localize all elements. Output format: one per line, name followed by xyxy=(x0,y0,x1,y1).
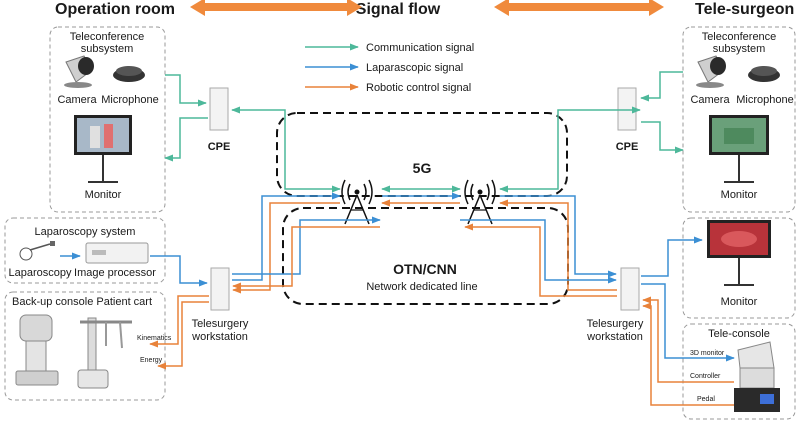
image-processor-icon xyxy=(85,242,149,264)
right-cpe-to-monitor-line xyxy=(641,121,684,154)
energy-label: Energy xyxy=(140,357,163,364)
left-workstation-label-1: Telesurgery xyxy=(192,318,249,330)
right-workstation-label-2: workstation xyxy=(586,331,643,343)
right-teleconference-title-2: subsystem xyxy=(713,43,766,55)
left-workstation-to-otn-lap-line xyxy=(232,216,381,275)
left-antenna-icon xyxy=(341,179,373,225)
right-workstation-label-1: Telesurgery xyxy=(587,318,644,330)
left-teleconference-box xyxy=(49,26,166,213)
left-robot-box xyxy=(4,291,166,401)
right-camera-label: Camera xyxy=(690,94,730,106)
left-cpe-to-antenna-line xyxy=(231,106,341,193)
backup-console-icon xyxy=(15,314,59,386)
left-camera-label: Camera xyxy=(57,94,97,106)
right-mic-to-cpe-line xyxy=(640,71,683,102)
patient-cart-icon xyxy=(77,317,132,389)
laparoscope-icon xyxy=(19,241,55,261)
header-signal-flow: Signal flow xyxy=(356,1,441,18)
right-monitor-label: Monitor xyxy=(721,189,758,201)
right-cpe-to-antenna-line xyxy=(499,106,641,193)
left-microphone-icon xyxy=(113,66,145,82)
left-cpe-to-monitor-line xyxy=(164,117,208,162)
left-workstation-to-antenna-lap-line xyxy=(232,192,341,281)
antenna-to-left-workstation-robotic-line xyxy=(232,202,340,294)
left-robot-title: Back-up console Patient cart xyxy=(12,296,152,308)
left-monitor-label: Monitor xyxy=(85,189,122,201)
controller-to-workstation-line xyxy=(642,296,734,383)
right-teleconference-box xyxy=(682,26,796,213)
left-cpe-device xyxy=(209,87,229,131)
right-workstation-to-antenna-robotic-line xyxy=(499,199,617,291)
antenna-to-right-workstation-lap-line xyxy=(500,195,617,278)
legend-communication-label: Communication signal xyxy=(366,42,474,54)
pedal-label: Pedal xyxy=(697,396,715,403)
left-teleconference-title-1: Teleconference xyxy=(70,31,145,43)
image-processor-label: Image processor xyxy=(74,267,156,279)
fiveg-network-box xyxy=(276,112,568,197)
right-microphone-label: Microphone xyxy=(736,94,793,106)
fiveg-label: 5G xyxy=(413,160,432,176)
controller-label: Controller xyxy=(690,373,721,380)
right-monitor2-label: Monitor xyxy=(721,296,758,308)
left-workstation-device xyxy=(210,267,230,311)
legend-laparoscopic-label: Laparascopic signal xyxy=(366,62,463,74)
left-laparoscopy-title: Laparoscopy system xyxy=(35,226,136,238)
left-camera-icon xyxy=(64,55,94,88)
workstation-to-energy-line xyxy=(157,301,209,370)
left-microphone-label: Microphone xyxy=(101,94,158,106)
legend-robotic-label: Robotic control signal xyxy=(366,82,471,94)
right-teleconference-title-1: Teleconference xyxy=(702,31,777,43)
teleconsole-title: Tele-console xyxy=(708,328,770,340)
header-operation-room: Operation room xyxy=(55,1,175,18)
workstation-to-kinematics-line xyxy=(149,295,209,348)
left-mic-to-cpe-line xyxy=(165,74,207,107)
header-double-arrow-left xyxy=(190,0,362,16)
right-workstation-to-otn-robotic-line xyxy=(464,223,617,297)
pedal-to-workstation-line xyxy=(642,302,734,406)
left-workstation-label-2: workstation xyxy=(191,331,248,343)
right-monitor2-box xyxy=(682,217,796,319)
processor-to-workstation-line xyxy=(150,255,208,287)
otn-to-left-workstation-robotic-line xyxy=(232,226,380,290)
left-laparoscopy-box xyxy=(4,217,166,284)
otn-to-right-workstation-lap-line xyxy=(460,219,617,284)
right-workstation-to-3d-monitor-line xyxy=(641,283,735,362)
right-microphone-icon xyxy=(748,66,780,82)
left-teleconference-title-2: subsystem xyxy=(81,43,134,55)
right-teleconsole-box xyxy=(682,323,796,420)
right-workstation-device xyxy=(620,267,640,311)
legend: Communication signal Laparascopic signal… xyxy=(305,42,474,94)
left-cpe-label: CPE xyxy=(208,141,231,153)
right-laparoscopic-monitor-icon xyxy=(707,220,771,286)
right-cpe-label: CPE xyxy=(616,141,639,153)
otn-subtitle: Network dedicated line xyxy=(366,281,477,293)
right-cpe-device xyxy=(617,87,637,131)
laparoscopy-label: Laparoscopy xyxy=(9,267,72,279)
right-camera-icon xyxy=(696,55,726,88)
kinematics-label: Kinematics xyxy=(137,335,172,342)
header-tele-surgeon: Tele-surgeon xyxy=(695,1,794,18)
left-monitor-icon xyxy=(74,115,132,183)
header-double-arrow-right xyxy=(494,0,664,16)
right-antenna-icon xyxy=(464,179,496,225)
otn-title: OTN/CNN xyxy=(393,261,457,277)
right-monitor-icon xyxy=(709,115,769,183)
right-workstation-to-monitor2-line xyxy=(641,236,703,277)
monitor3d-label: 3D monitor xyxy=(690,350,725,357)
teleconsole-icon xyxy=(734,341,780,412)
